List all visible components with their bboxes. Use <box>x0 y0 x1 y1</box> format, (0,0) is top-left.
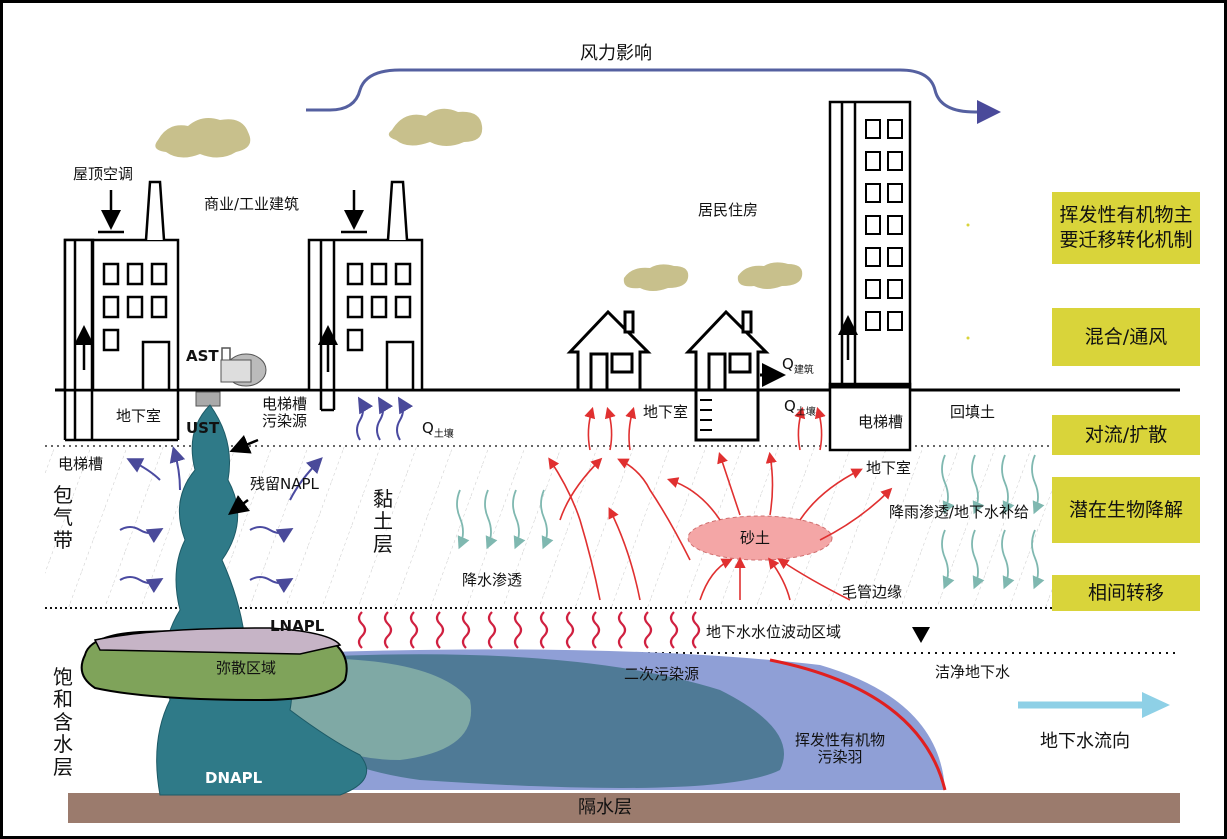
mechanism-title: 挥发性有机物主 要迁移转化机制 <box>1052 192 1200 264</box>
water-table-symbol <box>912 627 930 643</box>
basement-label: 地下室 <box>116 407 162 425</box>
commercial-building-right <box>307 180 424 412</box>
capillary-label: 毛管边缘 <box>842 583 903 601</box>
ast-label: AST <box>186 347 219 365</box>
fluctuation-squiggles <box>357 611 701 649</box>
residential-label: 居民住房 <box>698 201 759 219</box>
q-soil-right: Q土壤 <box>784 397 816 418</box>
aquitard-label: 隔水层 <box>578 797 632 818</box>
clay-layer-label: 黏 土 层 <box>373 487 393 556</box>
q-building: Q建筑 <box>782 355 814 376</box>
storage-tanks <box>195 347 267 407</box>
elevator-source-label: 电梯槽 污染源 <box>262 395 308 431</box>
gw-flow-label: 地下水流向 <box>1040 731 1130 752</box>
tower-basement-label: 地下室 <box>866 459 912 477</box>
commercial-building-left <box>63 180 180 442</box>
fluctuation-label: 地下水水位波动区域 <box>706 623 842 641</box>
secondary-source-label: 二次污染源 <box>624 665 700 683</box>
recharge-label: 降雨渗透/地下水补给 <box>889 503 1030 521</box>
mechanism-item: 混合/通风 <box>1052 308 1200 366</box>
lnapl-label: LNAPL <box>270 617 325 635</box>
residential-tower <box>828 100 912 452</box>
plume-label: 挥发性有机物 污染羽 <box>795 731 886 767</box>
sand-label: 砂土 <box>740 529 771 547</box>
commercial-label: 商业/工业建筑 <box>204 195 300 213</box>
q-soil-left: Q土壤 <box>422 419 454 440</box>
ust-label: UST <box>186 419 220 437</box>
aquitard-layer <box>68 793 1180 823</box>
mechanism-item: 相间转移 <box>1052 575 1200 611</box>
mechanism-item: 对流/扩散 <box>1052 415 1200 455</box>
residual-napl-label: 残留NAPL <box>250 475 319 493</box>
voc-plume <box>240 649 947 791</box>
houses <box>566 309 786 442</box>
infiltration-arrows <box>456 454 1045 590</box>
vapor-arrows <box>119 396 414 594</box>
gw-flow-arrowhead <box>1142 692 1170 718</box>
lnapl-lens <box>93 627 342 655</box>
wind-arrow <box>306 68 1001 124</box>
soil-gas-arrows <box>548 406 893 601</box>
elevator-left-label: 电梯槽 <box>58 455 104 473</box>
sand-lens <box>687 515 833 561</box>
backfill-label: 回填土 <box>950 403 996 421</box>
smear-label: 弥散区域 <box>216 659 277 677</box>
pointer-arrows <box>228 435 259 515</box>
smoke-clouds <box>155 108 803 291</box>
vadose-label: 包 气 带 <box>53 483 73 552</box>
rooftop-ac-label: 屋顶空调 <box>73 165 134 183</box>
dnapl-label: DNAPL <box>205 769 263 787</box>
house-basement-label: 地下室 <box>643 403 689 421</box>
mechanism-item: 潜在生物降解 <box>1052 477 1200 543</box>
precip-label: 降水渗透 <box>462 571 523 589</box>
clean-gw-label: 洁净地下水 <box>935 663 1011 681</box>
saturated-label: 饱 和 含 水 层 <box>53 665 73 779</box>
elevator-right-label: 电梯槽 <box>858 413 904 431</box>
wind-label: 风力影响 <box>580 43 652 64</box>
